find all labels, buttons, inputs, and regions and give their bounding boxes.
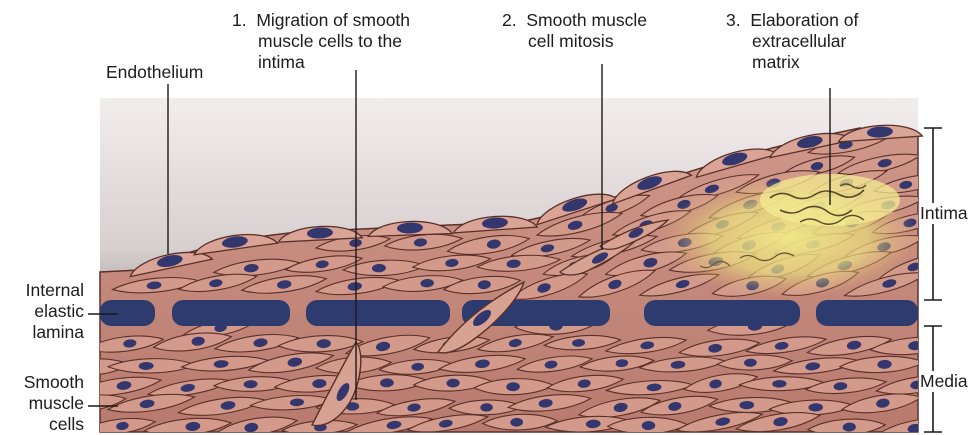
- step2-line2: cell mitosis: [502, 31, 647, 52]
- smc-line3: cells: [6, 414, 84, 435]
- step1-line2: muscle cells to the: [232, 31, 410, 52]
- step1-line1: Migration of smooth: [256, 10, 410, 30]
- step2-line1: Smooth muscle: [526, 10, 647, 30]
- elastic-lamina-segment: [644, 300, 800, 326]
- endothelium-label: Endothelium: [106, 62, 203, 83]
- media-label: Media: [920, 371, 968, 392]
- step3-line2: extracellular: [726, 31, 858, 52]
- smooth-muscle-cells-label: Smooth muscle cells: [6, 372, 84, 435]
- step2-number: 2.: [502, 10, 517, 30]
- step3-label: 3. Elaboration of extracellular matrix: [726, 10, 858, 73]
- step1-label: 1. Migration of smooth muscle cells to t…: [232, 10, 410, 73]
- lamina-line2: elastic: [6, 301, 84, 322]
- elastic-lamina-segment: [100, 300, 155, 326]
- smc-line1: Smooth: [6, 372, 84, 393]
- elastic-lamina-segment: [172, 300, 290, 326]
- intima-label: Intima: [920, 203, 968, 224]
- step1-line3: intima: [232, 52, 410, 73]
- elastic-lamina-segment: [306, 300, 450, 326]
- step3-line3: matrix: [726, 52, 858, 73]
- lamina-line3: lamina: [6, 322, 84, 343]
- smc-line2: muscle: [6, 393, 84, 414]
- internal-elastic-lamina-label: Internal elastic lamina: [6, 280, 84, 343]
- step1-number: 1.: [232, 10, 247, 30]
- step2-label: 2. Smooth muscle cell mitosis: [502, 10, 647, 52]
- elastic-lamina-segment: [816, 300, 918, 326]
- step3-number: 3.: [726, 10, 741, 30]
- lamina-line1: Internal: [6, 280, 84, 301]
- step3-line1: Elaboration of: [750, 10, 858, 30]
